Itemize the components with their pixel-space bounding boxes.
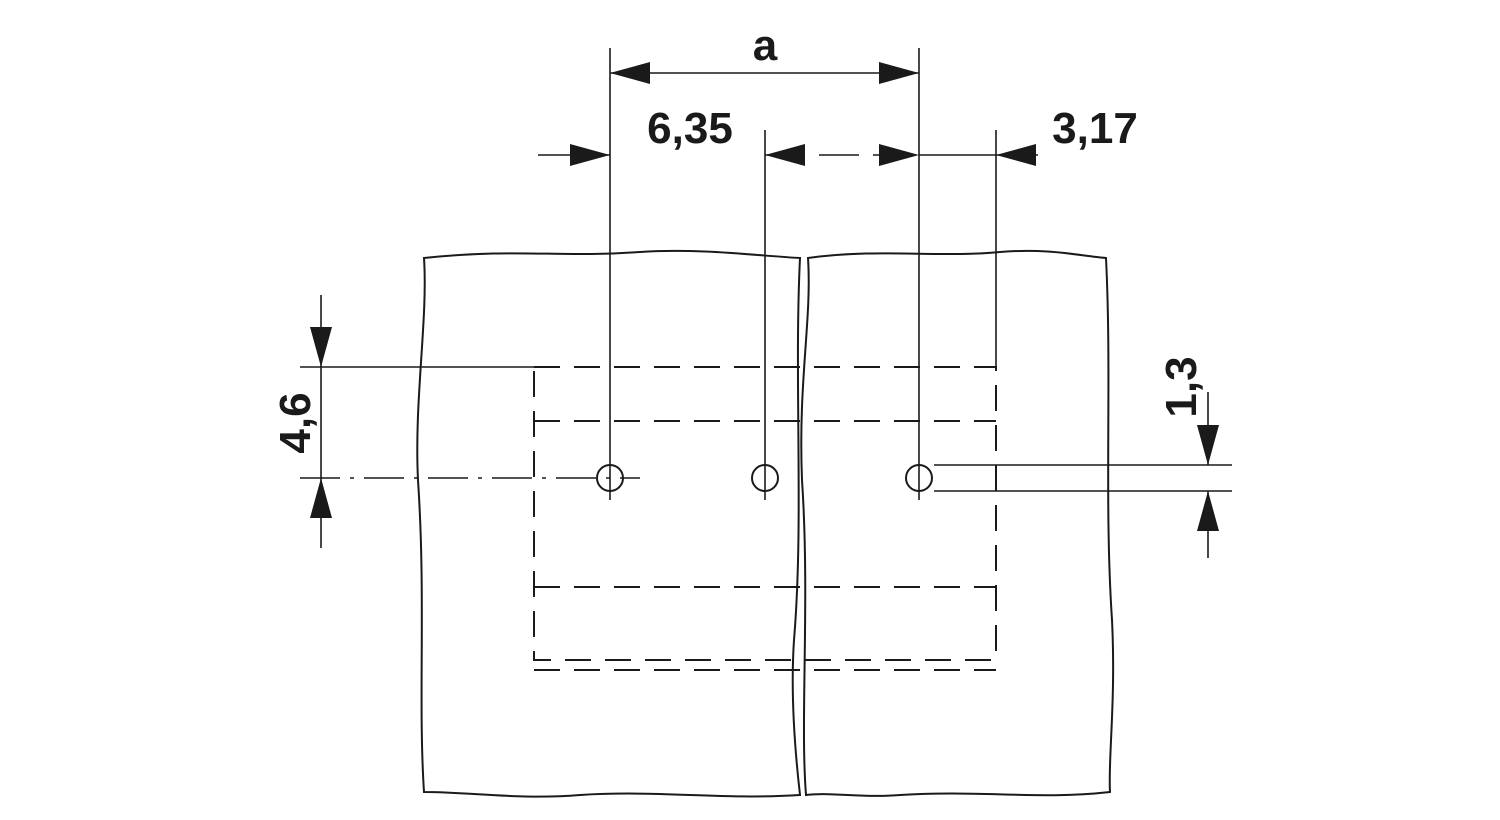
arrowhead-pitch-right: [765, 144, 805, 166]
left-housing-outline: [416, 249, 802, 798]
hidden-outline-rect: [533, 366, 997, 661]
arrowhead-pitch-left: [570, 144, 610, 166]
arrowhead-a-left: [610, 62, 650, 84]
arrowhead-a-right: [879, 62, 919, 84]
arrowhead-edge-offset: [996, 144, 1036, 166]
arrowhead-hole-bottom: [1197, 491, 1219, 531]
dimension-label-pitch: 6,35: [647, 104, 733, 153]
arrowhead-row-offset-top: [310, 327, 332, 367]
arrowhead-row-offset-bottom: [310, 478, 332, 518]
arrowhead-hole-top: [1197, 425, 1219, 465]
dimension-label-a: a: [753, 21, 778, 70]
dimension-label-hole-diameter: 1,3: [1157, 356, 1206, 417]
right-housing-outline: [800, 249, 1115, 797]
dimension-label-edge-offset: 3,17: [1052, 104, 1138, 153]
arrowhead-pitch-next: [879, 144, 919, 166]
dimension-label-row-offset: 4,6: [271, 392, 320, 453]
